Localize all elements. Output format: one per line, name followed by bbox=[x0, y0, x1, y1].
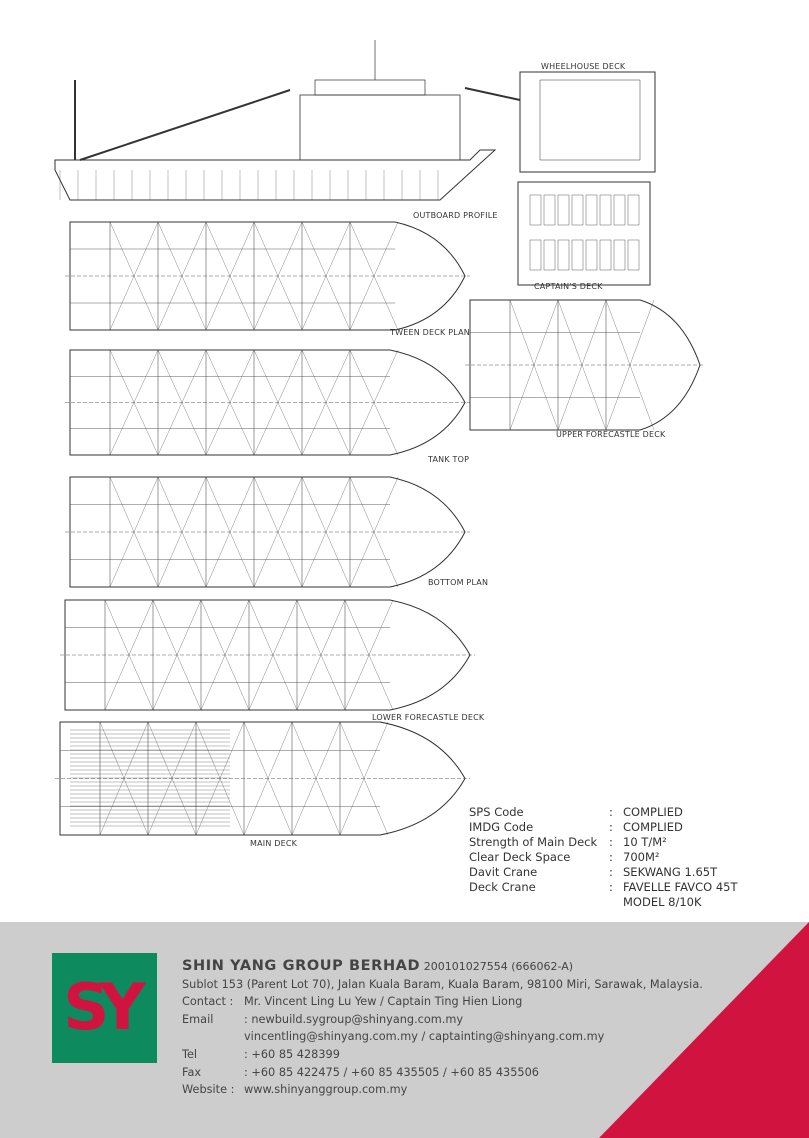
spec-row: Deck Crane:FAVELLE FAVCO 45T bbox=[469, 880, 738, 894]
telephone: : +60 85 428399 bbox=[244, 1047, 340, 1061]
fax: : +60 85 422475 / +60 85 435505 / +60 85… bbox=[244, 1065, 539, 1079]
company-name: SHIN YANG GROUP BERHAD bbox=[182, 958, 421, 974]
website-link[interactable]: www.shinyanggroup.com.my bbox=[244, 1083, 408, 1097]
label-outboard-profile: OUTBOARD PROFILE bbox=[413, 211, 498, 220]
email-primary[interactable]: : newbuild.sygroup@shinyang.com.my bbox=[244, 1012, 464, 1026]
label-bottom-plan: BOTTOM PLAN bbox=[428, 578, 489, 587]
company-logo: SY bbox=[52, 953, 157, 1063]
spec-row: SPS Code:COMPLIED bbox=[469, 805, 683, 819]
registration-number: 200101027554 (666062-A) bbox=[423, 960, 574, 973]
outboard-profile-hull bbox=[54, 149, 497, 201]
label-main-deck: MAIN DECK bbox=[250, 839, 298, 848]
tween-deck-plan bbox=[69, 221, 466, 331]
red-triangle-decoration bbox=[599, 922, 809, 1138]
email-secondary[interactable]: vincentling@shinyang.com.my / captaintin… bbox=[244, 1030, 605, 1044]
label-captains-deck: CAPTAIN'S DECK bbox=[534, 282, 603, 291]
spec-row: Davit Crane:SEKWANG 1.65T bbox=[469, 865, 718, 879]
label-wheelhouse-deck: WHEELHOUSE DECK bbox=[541, 62, 626, 71]
contact-info: SHIN YANG GROUP BERHAD 200101027554 (666… bbox=[182, 958, 703, 1099]
ship-drawings bbox=[54, 40, 705, 836]
footer: SY SHIN YANG GROUP BERHAD 200101027554 (… bbox=[0, 922, 809, 1138]
wheelhouse-plan bbox=[519, 71, 656, 173]
contact-names: Mr. Vincent Ling Lu Yew / Captain Ting H… bbox=[244, 995, 523, 1009]
tank-top-plan bbox=[69, 349, 466, 456]
spec-row: MODEL 8/10K bbox=[623, 895, 702, 909]
captains-deck-plan bbox=[517, 181, 651, 286]
spec-row: Clear Deck Space:700M² bbox=[469, 850, 660, 864]
address: Sublot 153 (Parent Lot 70), Jalan Kuala … bbox=[182, 977, 703, 991]
label-tank-top: TANK TOP bbox=[428, 455, 470, 464]
bottom-plan bbox=[69, 476, 466, 588]
label-lower-forecastle: LOWER FORECASTLE DECK bbox=[372, 713, 485, 722]
label-upper-forecastle: UPPER FORECASTLE DECK bbox=[556, 430, 666, 439]
spec-row: Strength of Main Deck:10 T/M² bbox=[469, 835, 667, 849]
label-tween-deck: TWEEN DECK PLAN bbox=[390, 328, 470, 337]
spec-row: IMDG Code:COMPLIED bbox=[469, 820, 683, 834]
